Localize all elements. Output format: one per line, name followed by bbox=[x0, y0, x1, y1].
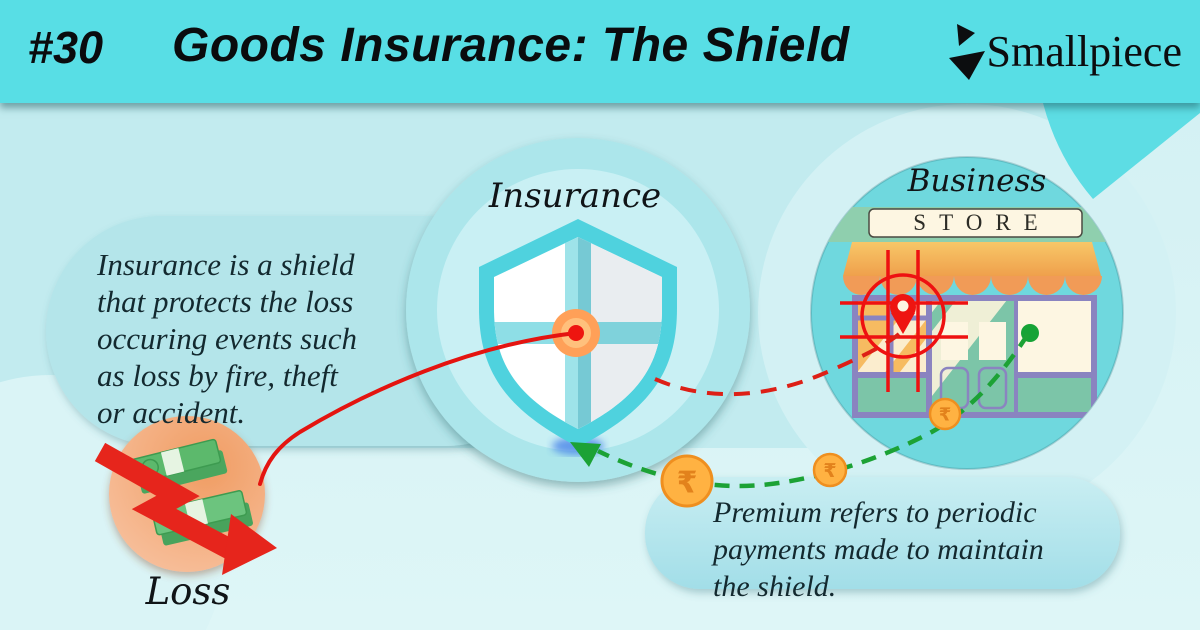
location-pin-icon bbox=[890, 294, 916, 334]
loss-label: Loss bbox=[145, 570, 231, 613]
insurance-shield-illustration bbox=[479, 219, 677, 455]
header-bar: #30 Goods Insurance: The Shield Smallpie… bbox=[0, 0, 1200, 103]
page-title: Goods Insurance: The Shield bbox=[172, 19, 850, 72]
corner-wedge-shape bbox=[1043, 103, 1200, 199]
rupee-coin-large: ₹ bbox=[660, 454, 714, 508]
loss-zigzag-arrow-icon bbox=[94, 442, 277, 575]
target-crosshair-icon bbox=[840, 250, 968, 392]
store-sign-label: STORE bbox=[913, 210, 1051, 235]
loss-illustration bbox=[94, 416, 277, 575]
business-label: Business bbox=[907, 163, 1047, 199]
business-store-illustration bbox=[810, 156, 1124, 470]
svg-text:₹: ₹ bbox=[939, 405, 952, 426]
store-awning-scallops bbox=[843, 276, 1102, 295]
smallpiece-logo-icon bbox=[948, 24, 985, 80]
svg-text:₹: ₹ bbox=[823, 460, 836, 482]
brand-name: Smallpiece bbox=[986, 26, 1183, 76]
svg-text:₹: ₹ bbox=[677, 466, 698, 501]
premium-arrowhead bbox=[570, 442, 601, 467]
store-awning bbox=[843, 242, 1101, 276]
loss-connector-line bbox=[258, 331, 578, 486]
store-right-panel bbox=[1018, 378, 1091, 412]
store-door-window-right bbox=[979, 322, 1006, 360]
premium-note-text: Premium refers to periodic payments made… bbox=[713, 496, 1044, 603]
insurance-label: Insurance bbox=[488, 176, 662, 216]
shield-target-dot bbox=[568, 325, 584, 341]
episode-number: #30 bbox=[28, 22, 104, 73]
store-door-window-left bbox=[941, 322, 968, 360]
insurance-note-text: Insurance is a shield that protects the … bbox=[97, 247, 357, 430]
brand-logo: Smallpiece bbox=[945, 20, 1183, 82]
rupee-coin-small: ₹ bbox=[928, 397, 962, 431]
rupee-coin-medium: ₹ bbox=[812, 452, 848, 488]
store-sign-plate bbox=[868, 208, 1083, 238]
premium-note-bubble bbox=[645, 477, 1120, 589]
store-left-panel bbox=[858, 378, 926, 412]
